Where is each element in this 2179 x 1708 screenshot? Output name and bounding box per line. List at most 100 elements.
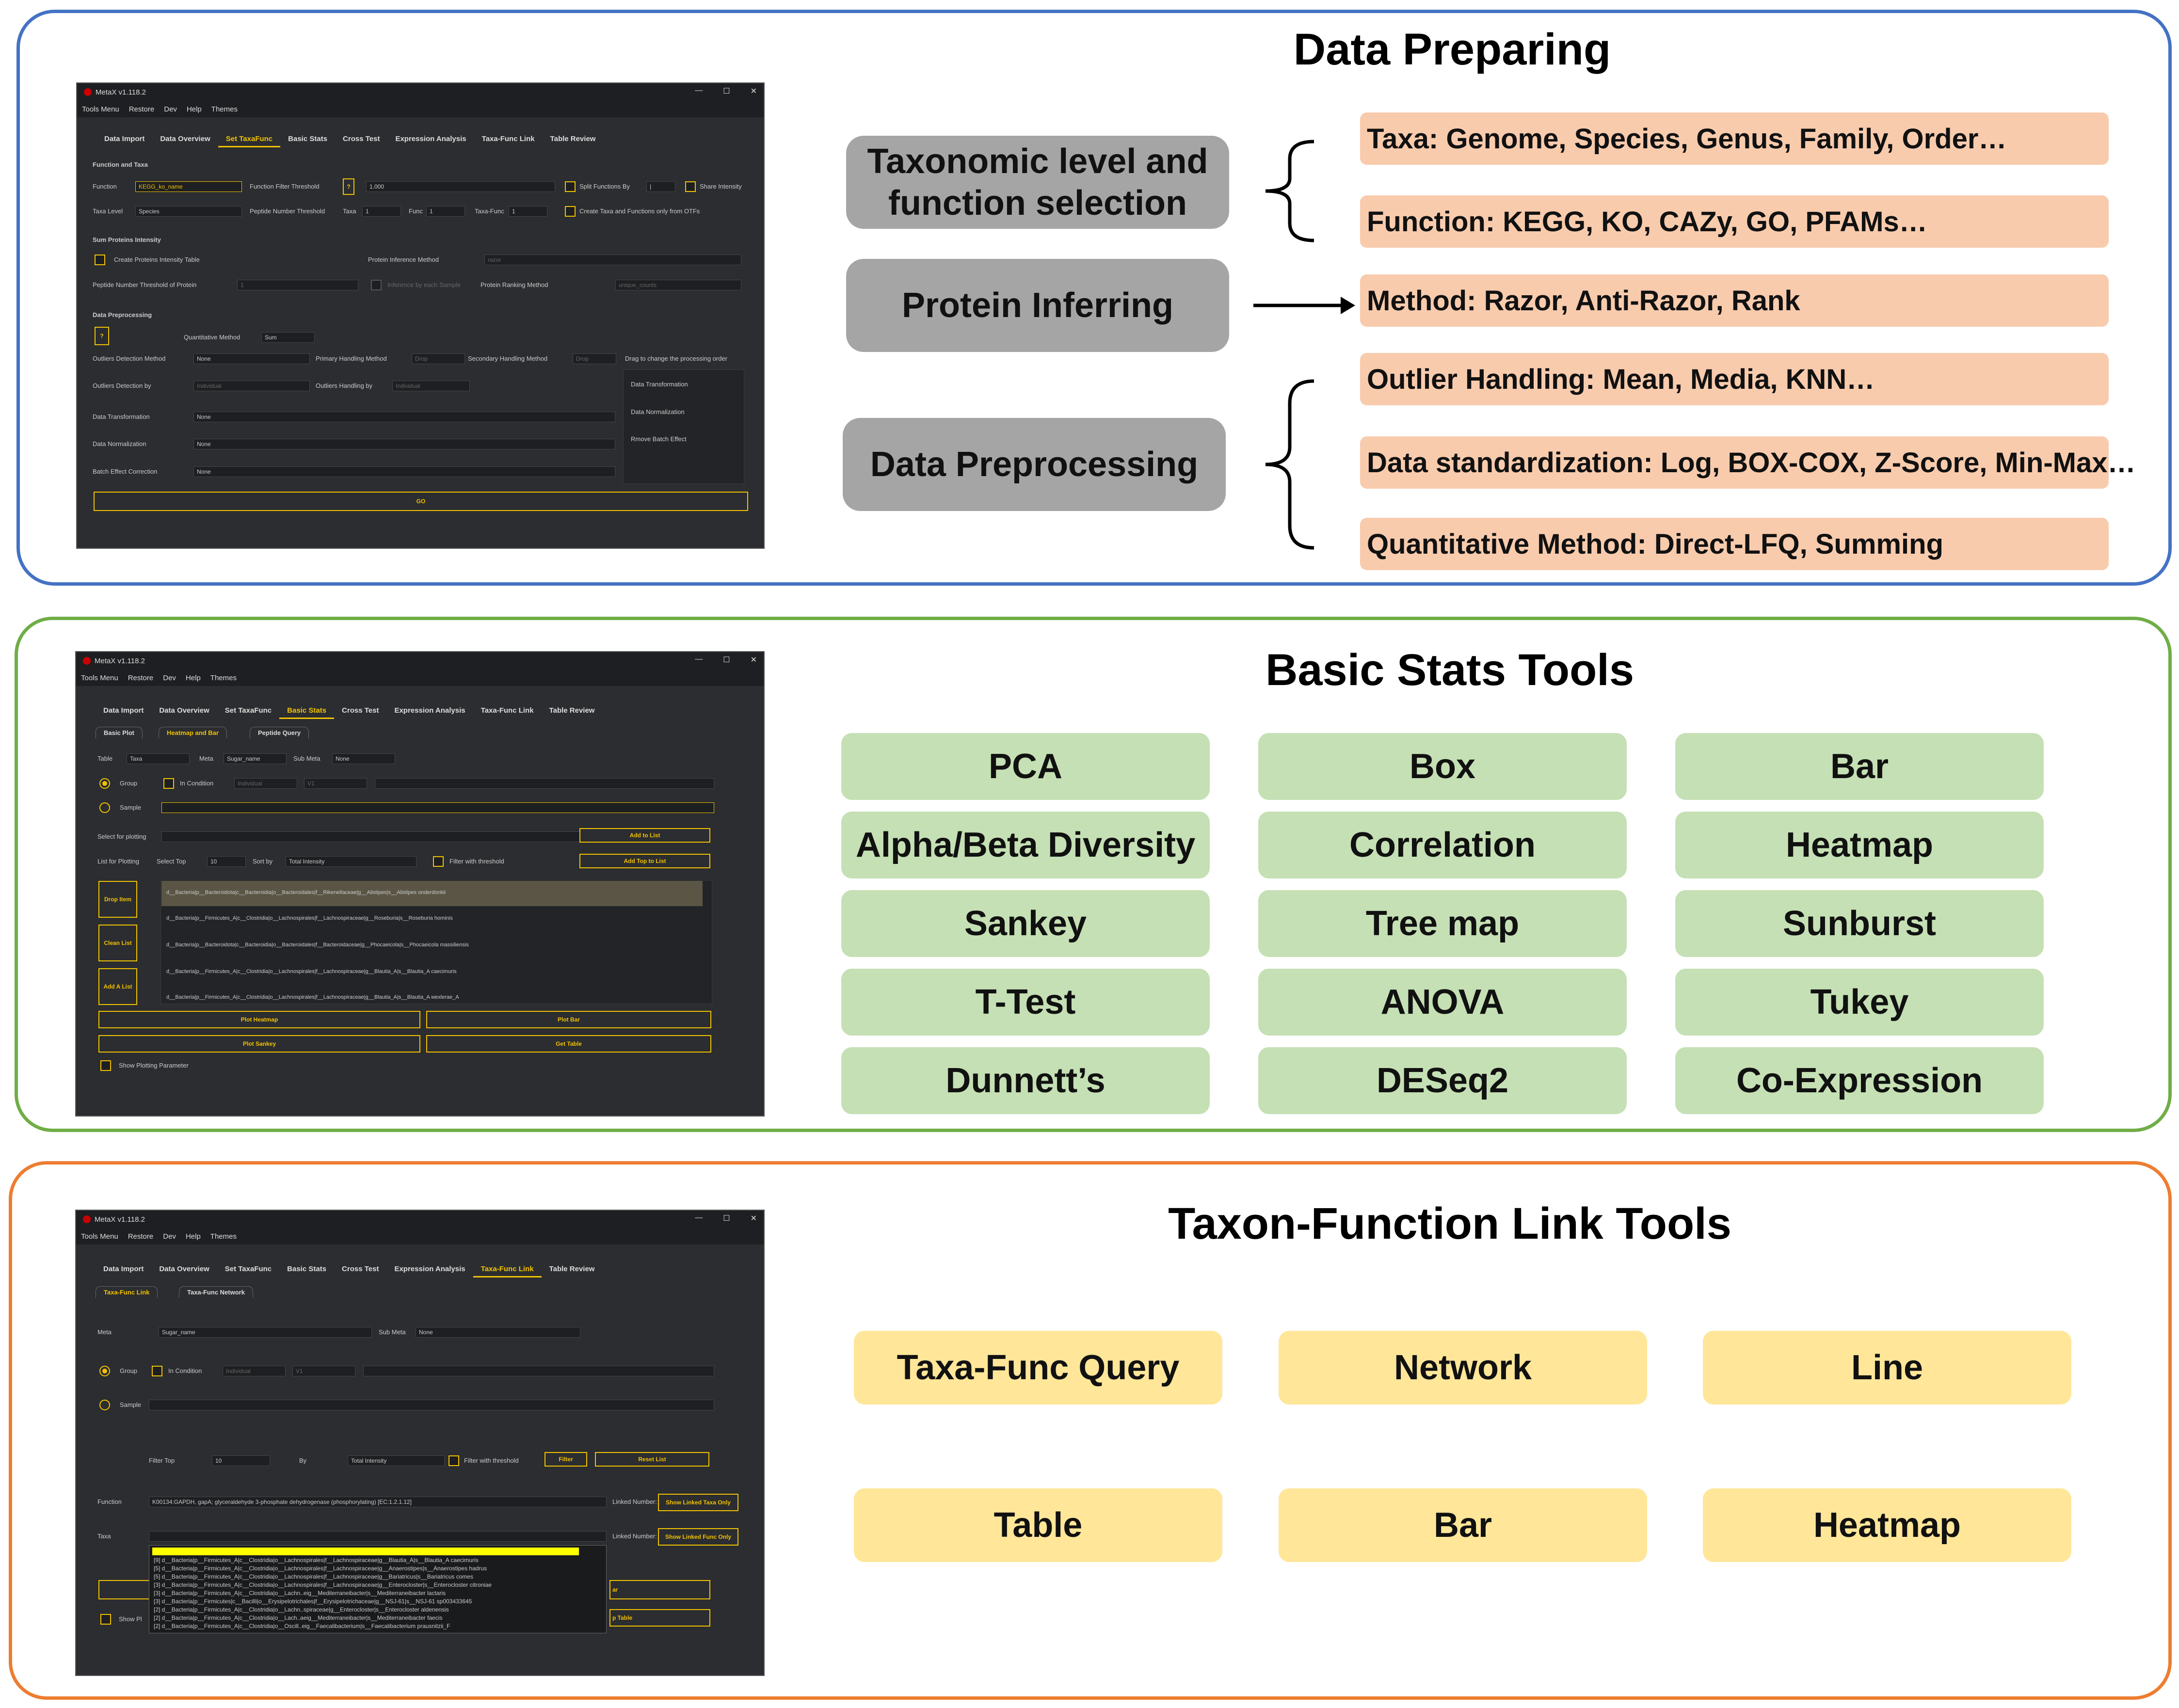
list-item[interactable]: d__Bacteria|p__Bacteroidota|c__Bacteroid… bbox=[166, 890, 446, 895]
primary-handling-select[interactable]: Drop bbox=[412, 353, 465, 364]
tab-expression-analysis[interactable]: Expression Analysis bbox=[395, 135, 466, 143]
subtab-heatmap-bar[interactable]: Heatmap and Bar bbox=[159, 727, 227, 738]
tab-table-review[interactable]: Table Review bbox=[549, 1265, 595, 1273]
preprocessing-help-button[interactable]: ? bbox=[95, 327, 109, 345]
group-select[interactable] bbox=[375, 778, 714, 789]
dropdown-item[interactable]: [2] d__Bacteria|p__Firmicutes_A|c__Clost… bbox=[154, 1623, 450, 1629]
minimize-icon[interactable]: — bbox=[695, 86, 703, 95]
minimize-icon[interactable]: — bbox=[695, 655, 703, 663]
menu-themes[interactable]: Themes bbox=[210, 673, 237, 682]
group-radio[interactable] bbox=[99, 778, 110, 789]
menu-dev[interactable]: Dev bbox=[164, 105, 177, 113]
list-item[interactable]: d__Bacteria|p__Firmicutes_A|c__Clostridi… bbox=[166, 994, 459, 1000]
dropdown-item[interactable]: [9] d__Bacteria|p__Firmicutes_A|c__Clost… bbox=[154, 1557, 479, 1564]
tab-table-review[interactable]: Table Review bbox=[549, 706, 595, 715]
get-table-button[interactable]: Get Table bbox=[426, 1035, 711, 1053]
dropdown-item[interactable]: [5] d__Bacteria|p__Firmicutes_A|c__Clost… bbox=[154, 1565, 487, 1572]
plot-heatmap-button[interactable]: Plot Heatmap bbox=[98, 1011, 420, 1028]
add-top-to-list-button[interactable]: Add Top to List bbox=[579, 854, 710, 868]
tab-data-import[interactable]: Data Import bbox=[104, 135, 145, 143]
dropdown-item[interactable]: [5] d__Bacteria|p__Firmicutes_A|c__Clost… bbox=[154, 1573, 474, 1580]
sub-meta-select[interactable]: None bbox=[416, 1327, 580, 1338]
meta-select[interactable]: Sugar_name bbox=[159, 1327, 372, 1338]
menu-tools[interactable]: Tools Menu bbox=[81, 673, 118, 682]
show-linked-func-button[interactable]: Show Linked Func Only bbox=[658, 1528, 738, 1546]
list-item[interactable]: d__Bacteria|p__Firmicutes_A|c__Clostridi… bbox=[166, 969, 457, 974]
share-intensity-checkbox[interactable] bbox=[685, 181, 696, 192]
menu-themes[interactable]: Themes bbox=[211, 105, 238, 113]
taxa-level-select[interactable]: Species bbox=[135, 206, 242, 217]
condition-select[interactable]: Individual bbox=[234, 778, 297, 789]
secondary-handling-select[interactable]: Drop bbox=[573, 353, 616, 364]
tab-basic-stats[interactable]: Basic Stats bbox=[287, 1265, 327, 1273]
close-icon[interactable]: ✕ bbox=[750, 87, 757, 96]
menu-dev[interactable]: Dev bbox=[163, 673, 176, 682]
sample-select[interactable] bbox=[161, 802, 714, 813]
dropdown-item[interactable]: [2] d__Bacteria|p__Firmicutes_A|c__Clost… bbox=[154, 1614, 443, 1621]
order-item-normalization[interactable]: Data Normalization bbox=[631, 408, 685, 415]
show-plotting-parameter-checkbox[interactable] bbox=[100, 1060, 111, 1071]
partial-button-right-2[interactable]: p Table bbox=[609, 1609, 710, 1627]
in-condition-checkbox[interactable] bbox=[152, 1366, 162, 1376]
tab-expression-analysis[interactable]: Expression Analysis bbox=[394, 1265, 465, 1273]
group-select[interactable] bbox=[363, 1366, 714, 1376]
add-to-list-button[interactable]: Add to List bbox=[579, 828, 710, 843]
condition-select[interactable]: Individual bbox=[223, 1366, 286, 1376]
protein-ranking-select[interactable]: unique_counts bbox=[615, 280, 741, 290]
plot-list-selected-row[interactable] bbox=[161, 881, 703, 906]
menu-dev[interactable]: Dev bbox=[163, 1232, 176, 1241]
tab-cross-test[interactable]: Cross Test bbox=[342, 706, 379, 715]
by-select[interactable]: Total Intensity bbox=[348, 1455, 445, 1466]
menu-tools[interactable]: Tools Menu bbox=[82, 105, 119, 113]
plot-sankey-button[interactable]: Plot Sankey bbox=[98, 1035, 420, 1053]
tab-expression-analysis[interactable]: Expression Analysis bbox=[394, 706, 465, 715]
tab-table-review[interactable]: Table Review bbox=[550, 135, 596, 143]
minimize-icon[interactable]: — bbox=[695, 1213, 703, 1222]
threshold-input[interactable]: 1.000 bbox=[366, 181, 555, 192]
subtab-peptide-query[interactable]: Peptide Query bbox=[250, 727, 309, 738]
drop-item-button[interactable]: Drop Item bbox=[98, 881, 137, 918]
menu-restore[interactable]: Restore bbox=[128, 1232, 154, 1241]
batch-effect-select[interactable]: None bbox=[193, 466, 615, 477]
partial-button-right-1[interactable]: ar bbox=[609, 1580, 710, 1599]
outliers-handling-by-select[interactable]: Individual bbox=[392, 381, 470, 391]
partial-button-left-1[interactable] bbox=[98, 1580, 152, 1599]
processing-order-list[interactable] bbox=[623, 369, 744, 484]
close-icon[interactable]: ✕ bbox=[750, 1214, 757, 1223]
split-functions-checkbox[interactable] bbox=[565, 181, 576, 192]
function-select[interactable]: KEGG_ko_name bbox=[135, 181, 242, 192]
tab-set-taxafunc[interactable]: Set TaxaFunc bbox=[224, 1265, 272, 1273]
tab-data-overview[interactable]: Data Overview bbox=[160, 135, 210, 143]
filter-button[interactable]: Filter bbox=[545, 1452, 587, 1467]
filter-threshold-checkbox[interactable] bbox=[433, 856, 444, 867]
tab-cross-test[interactable]: Cross Test bbox=[342, 1265, 379, 1273]
inference-each-sample-checkbox[interactable] bbox=[371, 280, 382, 290]
menu-help[interactable]: Help bbox=[186, 105, 202, 113]
order-item-batch-effect[interactable]: Rmove Batch Effect bbox=[631, 435, 687, 443]
split-value-input[interactable]: | bbox=[646, 181, 675, 192]
sub-meta-select[interactable]: None bbox=[332, 753, 395, 764]
subtab-basic-plot[interactable]: Basic Plot bbox=[96, 727, 143, 738]
outliers-detection-method-select[interactable]: None bbox=[193, 353, 310, 364]
function-select[interactable]: K00134:GAPDH, gapA; glyceraldehyde 3-pho… bbox=[149, 1497, 607, 1507]
dropdown-item[interactable]: [3] d__Bacteria|p__Firmicutes|c__Bacilli… bbox=[154, 1598, 472, 1605]
create-otf-checkbox[interactable] bbox=[565, 206, 576, 217]
protein-inference-select[interactable]: razor bbox=[484, 255, 741, 265]
sample-radio[interactable] bbox=[99, 1400, 110, 1410]
menu-restore[interactable]: Restore bbox=[128, 673, 154, 682]
subtab-taxa-func-link[interactable]: Taxa-Func Link bbox=[96, 1286, 158, 1298]
show-linked-taxa-button[interactable]: Show Linked Taxa Only bbox=[658, 1494, 738, 1511]
filter-top-input[interactable]: 10 bbox=[212, 1455, 270, 1466]
tab-taxa-func-link[interactable]: Taxa-Func Link bbox=[473, 1262, 542, 1277]
in-condition-checkbox[interactable] bbox=[163, 778, 174, 789]
condition-value-select[interactable]: V1 bbox=[304, 778, 367, 789]
list-item[interactable]: d__Bacteria|p__Bacteroidota|c__Bacteroid… bbox=[166, 942, 469, 948]
menu-help[interactable]: Help bbox=[185, 1232, 201, 1241]
order-item-transformation[interactable]: Data Transformation bbox=[631, 381, 688, 388]
tab-cross-test[interactable]: Cross Test bbox=[343, 135, 380, 143]
select-for-plotting-select[interactable] bbox=[161, 831, 646, 842]
help-button[interactable]: ? bbox=[343, 178, 354, 195]
tab-taxa-func-link[interactable]: Taxa-Func Link bbox=[481, 135, 535, 143]
table-select[interactable]: Taxa bbox=[127, 753, 190, 764]
quant-method-select[interactable]: Sum bbox=[261, 332, 315, 343]
